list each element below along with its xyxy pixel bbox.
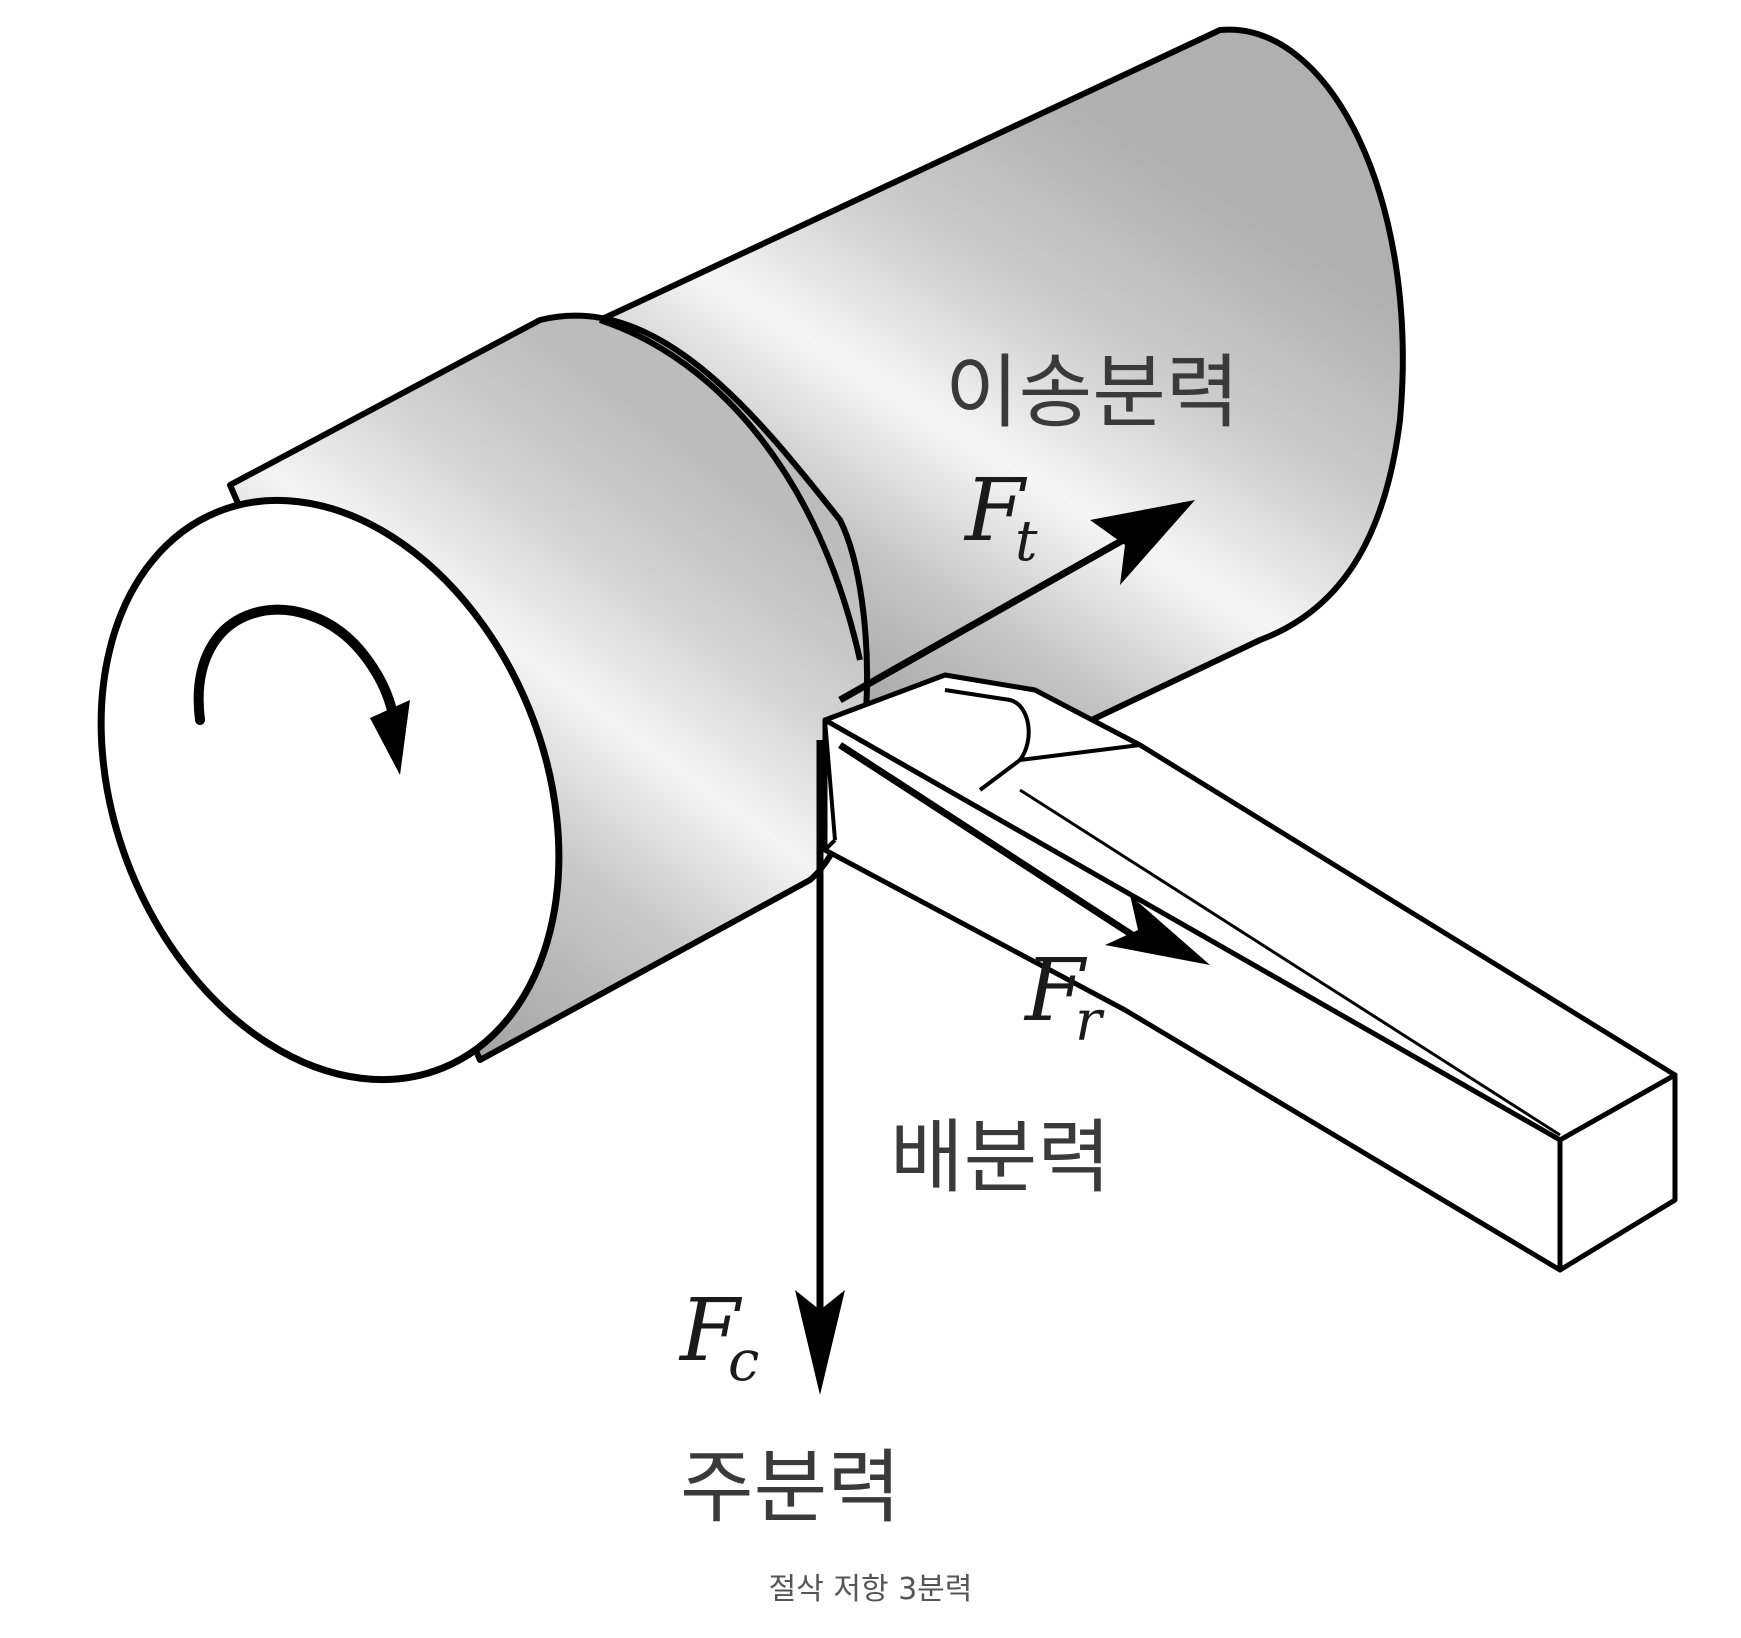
fc-subscript: c bbox=[728, 1329, 759, 1394]
fr-subscript: r bbox=[1075, 989, 1105, 1054]
ft-subscript: t bbox=[1015, 509, 1038, 574]
main-force-label: 주분력 bbox=[680, 1441, 901, 1534]
force-arrow-ft bbox=[838, 500, 1195, 704]
fr-label: F bbox=[1023, 941, 1088, 1041]
fc-label: F bbox=[678, 1281, 743, 1381]
radial-force-label: 배분력 bbox=[890, 1111, 1111, 1204]
cutting-force-diagram: 이송분력 F t F r 배분력 F c 주분력 bbox=[97, 26, 1678, 1534]
feed-force-label: 이송분력 bbox=[945, 346, 1239, 439]
force-arrow-fr bbox=[838, 742, 1210, 965]
figure-caption: 절삭 저항 3분력 bbox=[768, 1572, 973, 1607]
rotation-arrow-icon bbox=[193, 604, 410, 775]
force-arrow-fc bbox=[795, 740, 845, 1395]
ft-label: F bbox=[963, 461, 1028, 561]
